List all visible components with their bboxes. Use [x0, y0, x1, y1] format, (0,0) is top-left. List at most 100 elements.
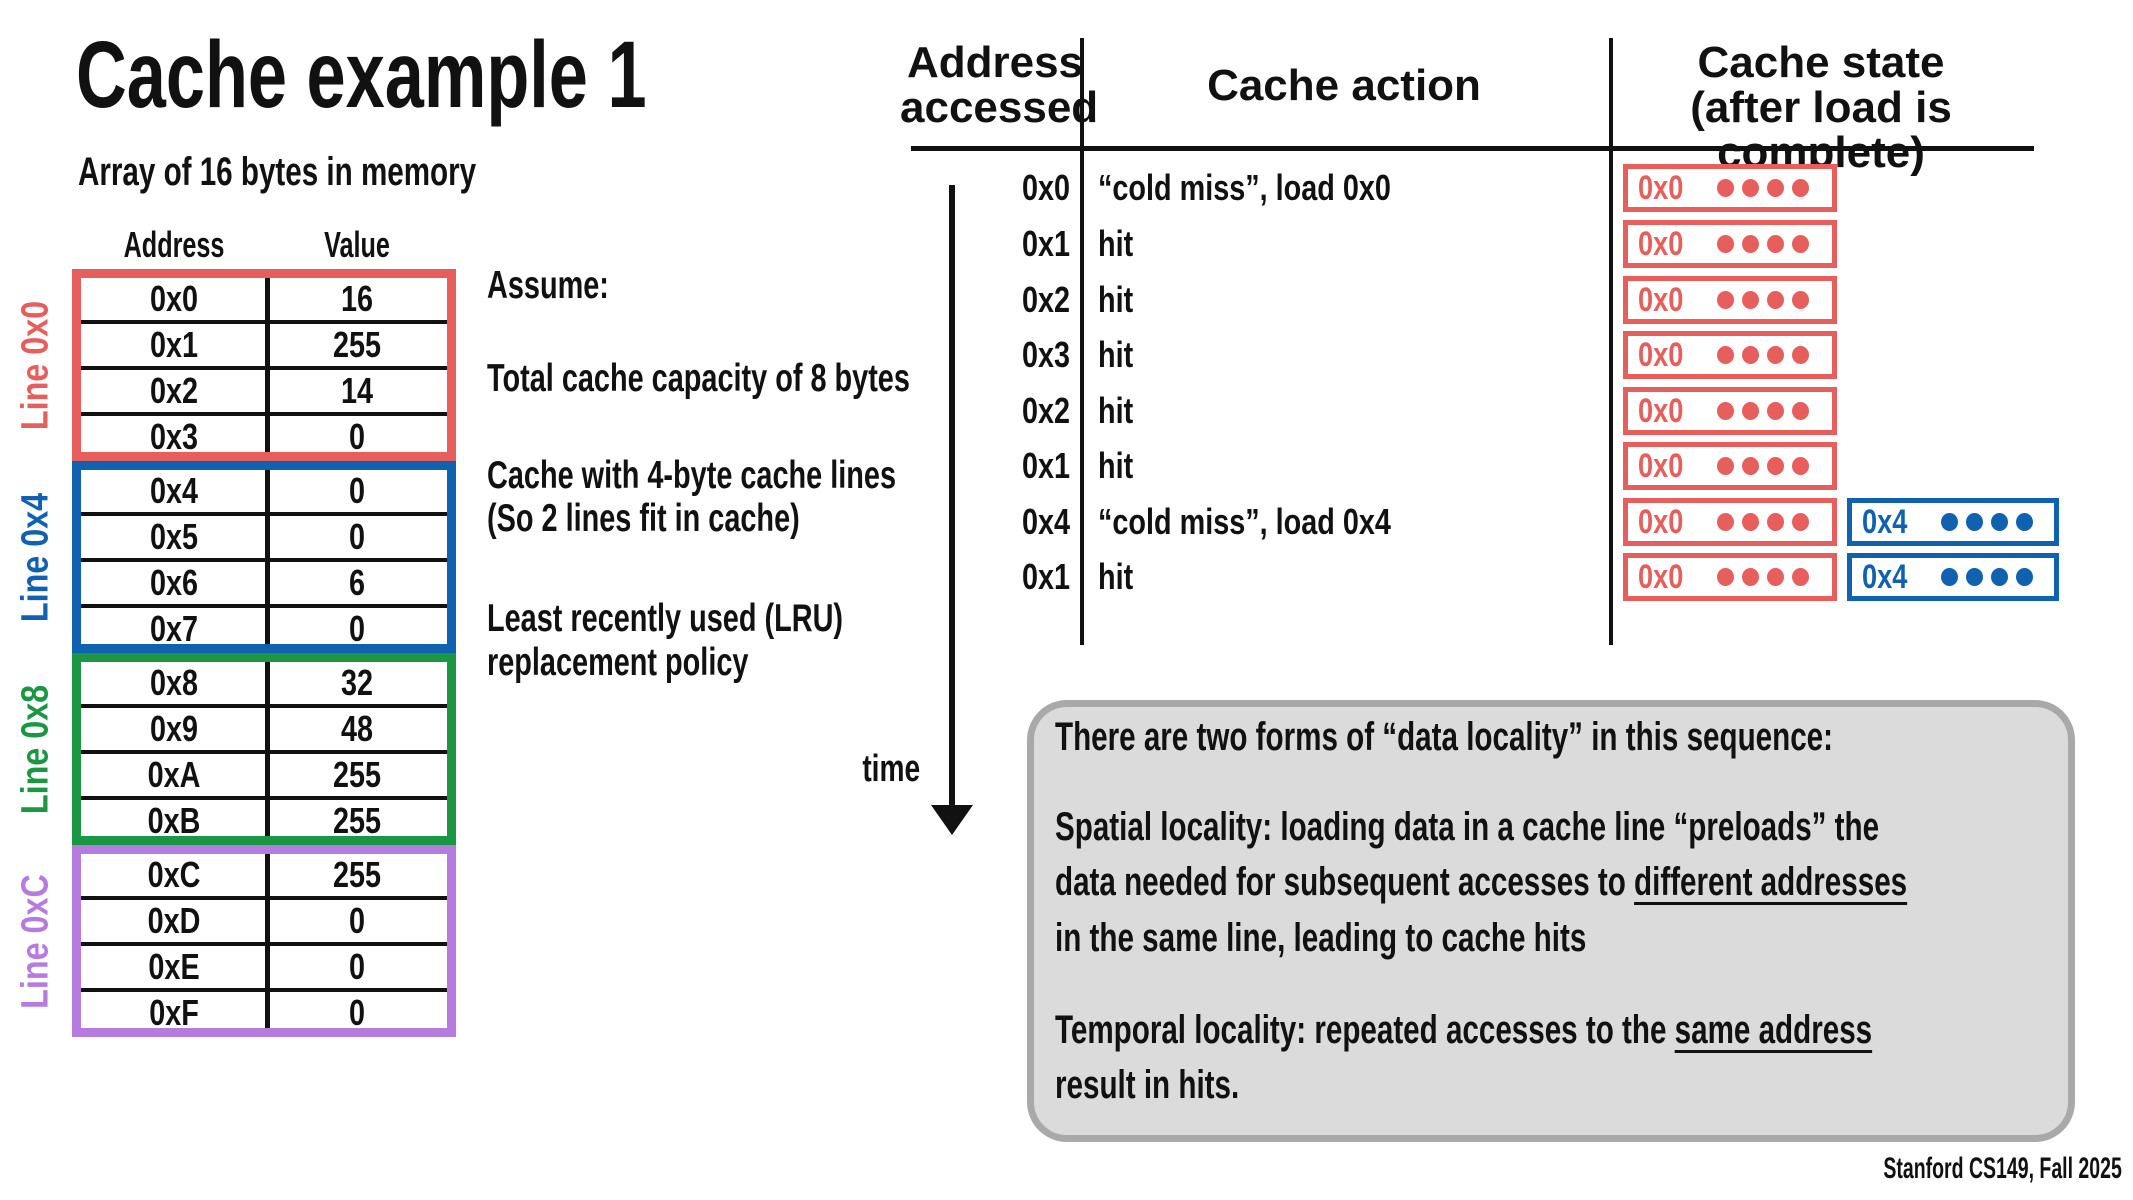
memory-value: 0	[348, 992, 366, 1033]
course-footer: Stanford CS149, Fall 2025	[1883, 1152, 2122, 1185]
memory-value: 255	[332, 800, 382, 841]
byte-dots-icon	[1716, 513, 1809, 531]
cache-line-tag: 0x0	[1638, 557, 1684, 596]
memory-address: 0xD	[147, 900, 201, 941]
cache-line-box-0x0: 0x0	[1623, 331, 1837, 379]
memory-table-divider	[265, 662, 270, 836]
memory-value: 16	[340, 278, 374, 319]
memory-address: 0x9	[149, 708, 199, 749]
assume-heading: Assume:	[487, 264, 609, 307]
memory-address: 0x8	[149, 662, 199, 703]
access-action: hit	[1098, 445, 1134, 486]
memory-row: 0xD 0	[81, 896, 447, 942]
memory-table-divider	[265, 470, 270, 644]
memory-table-divider	[265, 278, 270, 452]
access-action: “cold miss”, load 0x4	[1098, 501, 1391, 542]
time-arrow-head-icon	[931, 805, 973, 835]
access-action: hit	[1098, 390, 1134, 431]
note-line-temporal-1: Temporal locality: repeated accesses to …	[1055, 1008, 1873, 1052]
note-line-spatial-3: in the same line, leading to cache hits	[1055, 916, 1587, 960]
memory-col-value: Value	[324, 224, 390, 265]
byte-dots-icon	[1716, 235, 1809, 253]
header-cache-state: Cache state (after load is complete)	[1690, 38, 1952, 177]
memory-value: 32	[340, 662, 374, 703]
memory-address: 0xC	[147, 854, 201, 895]
access-action: hit	[1098, 223, 1134, 264]
cache-line-tag: 0x4	[1862, 502, 1908, 541]
cache-line-tag: 0x0	[1638, 335, 1684, 374]
byte-dots-icon	[1940, 513, 2033, 531]
byte-dots-icon	[1716, 402, 1809, 420]
access-address: 0x1	[1021, 445, 1070, 486]
memory-address: 0x6	[149, 562, 199, 603]
access-address: 0x4	[1021, 501, 1070, 542]
access-address: 0x2	[1021, 279, 1070, 320]
memory-value: 48	[340, 708, 374, 749]
note-line-spatial-1: Spatial locality: loading data in a cach…	[1055, 805, 1880, 849]
access-address: 0x0	[1021, 167, 1070, 208]
line-label-0xC: Line 0xC	[14, 873, 57, 1009]
memory-address: 0xF	[149, 992, 199, 1033]
cache-line-tag: 0x0	[1638, 502, 1684, 541]
byte-dots-icon	[1716, 346, 1809, 364]
cache-line-box-0x0: 0x0	[1623, 553, 1837, 601]
memory-col-address: Address	[123, 224, 225, 265]
time-label: time	[862, 748, 920, 790]
column-separator-1	[1080, 38, 1084, 645]
memory-row: 0xB 255	[81, 796, 447, 842]
memory-row: 0x8 32	[81, 662, 447, 704]
memory-address: 0x7	[149, 608, 199, 649]
assume-line-linesize2: (So 2 lines fit in cache)	[487, 497, 800, 540]
assume-line-lru2: replacement policy	[487, 641, 749, 684]
note-line-intro: There are two forms of “data locality” i…	[1055, 715, 1834, 759]
memory-address: 0xB	[147, 800, 201, 841]
memory-value: 0	[348, 608, 366, 649]
memory-row: 0x1 255	[81, 320, 447, 366]
cache-line-box-0x0: 0x0	[1623, 164, 1837, 212]
memory-address: 0x0	[149, 278, 199, 319]
memory-row: 0x0 16	[81, 278, 447, 320]
memory-row: 0x7 0	[81, 604, 447, 650]
header-underline	[911, 146, 2034, 151]
byte-dots-icon	[1716, 457, 1809, 475]
memory-heading: Array of 16 bytes in memory	[78, 150, 477, 194]
memory-address: 0xA	[147, 754, 201, 795]
underlined-same-address: same address	[1674, 1008, 1873, 1052]
page-title: Cache example 1	[76, 22, 647, 128]
memory-table-divider	[265, 854, 270, 1028]
cache-line-box-0x0: 0x0	[1623, 276, 1837, 324]
access-address: 0x2	[1021, 390, 1070, 431]
cache-line-tag: 0x0	[1638, 446, 1684, 485]
line-label-0x4: Line 0x4	[14, 492, 57, 622]
cache-line-tag: 0x0	[1638, 391, 1684, 430]
memory-address: 0x1	[149, 324, 199, 365]
access-action: “cold miss”, load 0x0	[1098, 167, 1391, 208]
memory-value: 255	[332, 324, 382, 365]
cache-line-box-0x4: 0x4	[1847, 498, 2059, 546]
column-separator-2	[1609, 38, 1613, 645]
assume-line-capacity: Total cache capacity of 8 bytes	[487, 357, 910, 400]
memory-value: 6	[348, 562, 366, 603]
access-address: 0x3	[1021, 334, 1070, 375]
note-line-temporal-2: result in hits.	[1055, 1063, 1240, 1107]
byte-dots-icon	[1716, 568, 1809, 586]
assume-line-lru: Least recently used (LRU)	[487, 597, 844, 640]
locality-note-box	[1027, 700, 2075, 1142]
memory-value: 0	[348, 900, 366, 941]
line-label-0x8: Line 0x8	[14, 684, 57, 814]
memory-value: 0	[348, 946, 366, 987]
memory-address: 0x4	[149, 470, 199, 511]
memory-row: 0x9 48	[81, 704, 447, 750]
memory-value: 0	[348, 516, 366, 557]
memory-value: 14	[340, 370, 374, 411]
